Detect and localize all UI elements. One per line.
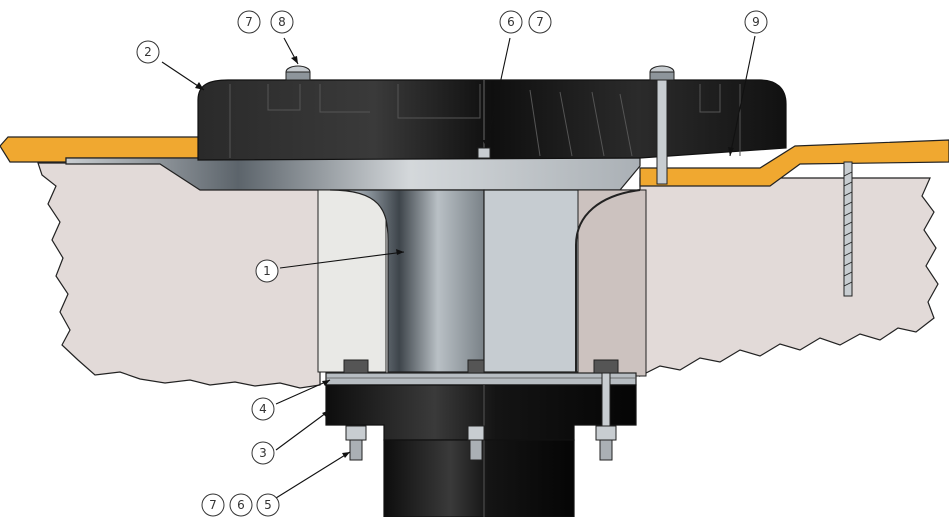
callout-9: 9	[744, 10, 768, 34]
callout-7-top-center: 7	[528, 10, 552, 34]
anchor-rod	[843, 161, 853, 297]
callout-7-bottom-label: 7	[209, 498, 217, 512]
callout-1: 1	[255, 259, 279, 283]
leader-arrowheads	[195, 56, 734, 458]
callout-9-label: 9	[752, 15, 760, 29]
leader-lines	[161, 35, 756, 499]
underdeck-clamp-plate	[325, 372, 637, 386]
dome-bolt-left	[285, 65, 311, 81]
callout-2-label: 2	[144, 45, 152, 59]
sleeve-right-curve	[575, 189, 641, 372]
callout-6-top: 6	[499, 10, 523, 34]
callout-7-top-left-label: 7	[245, 15, 253, 29]
concrete-deck-left	[37, 162, 321, 389]
roofing-membrane-right	[639, 139, 949, 187]
callout-3: 3	[251, 441, 275, 465]
callout-7-top-center-label: 7	[536, 15, 544, 29]
callout-8-label: 8	[278, 15, 286, 29]
callout-6-bottom-label: 6	[237, 498, 245, 512]
callout-8: 8	[270, 10, 294, 34]
callout-4-label: 4	[259, 402, 267, 416]
dome-ribs	[229, 84, 741, 158]
sleeve-right	[577, 189, 647, 377]
callout-3-label: 3	[259, 446, 267, 460]
callout-7-top-left: 7	[237, 10, 261, 34]
callout-5-label: 5	[264, 498, 272, 512]
concrete-deck-right	[639, 177, 939, 377]
callout-4: 4	[251, 397, 275, 421]
dome-bolt-right	[649, 65, 675, 185]
drain-body-pipe	[329, 189, 485, 373]
callout-5: 5	[256, 493, 280, 517]
callout-6-bottom: 6	[229, 493, 253, 517]
sleeve-left	[317, 189, 387, 373]
callout-2: 2	[136, 40, 160, 64]
callout-1-label: 1	[263, 264, 271, 278]
center-bolt-top	[477, 147, 491, 159]
callout-7-bottom: 7	[201, 493, 225, 517]
callout-6-top-label: 6	[507, 15, 515, 29]
bottom-bolt-right	[593, 359, 619, 461]
bottom-bolt-left	[343, 359, 369, 461]
bottom-bolt-center	[467, 359, 485, 461]
